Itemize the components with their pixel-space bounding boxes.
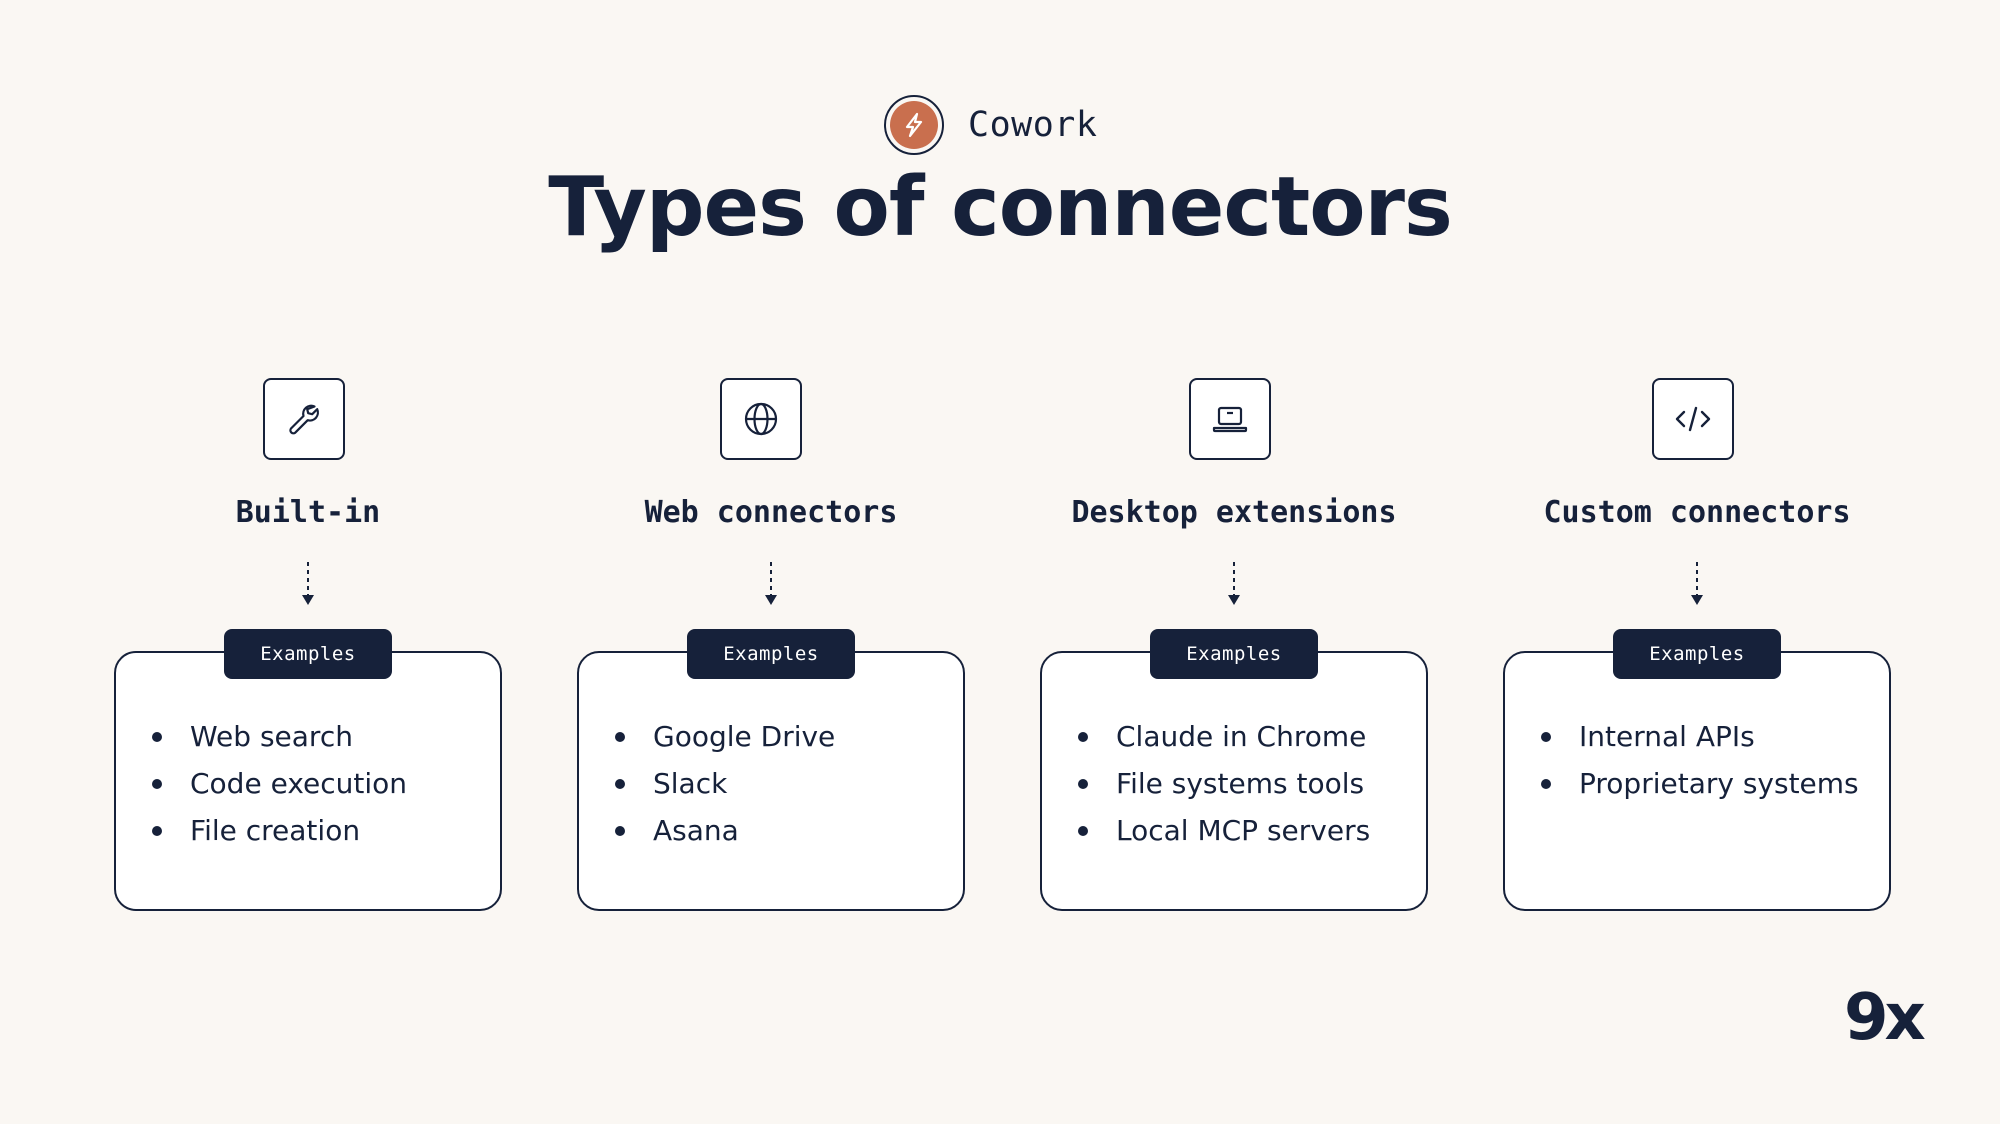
brand-header: Cowork [884, 94, 1097, 156]
bullet [1541, 779, 1551, 789]
down-arrow-icon [1228, 562, 1240, 605]
bullet [152, 779, 162, 789]
down-arrow-icon [1691, 562, 1703, 605]
bullet [1541, 732, 1551, 742]
examples-card: Examples Claude in Chrome File systems t… [1040, 629, 1428, 911]
examples-badge: Examples [1150, 629, 1318, 679]
bullet [152, 732, 162, 742]
bullet [1078, 779, 1088, 789]
down-arrow-icon [765, 562, 777, 605]
examples-card: Examples Internal APIs Proprietary syste… [1503, 629, 1891, 911]
laptop-icon [1189, 378, 1271, 460]
examples-list: Google Drive Slack Asana [615, 713, 835, 854]
column-label: Built-in [235, 495, 381, 530]
bullet [152, 826, 162, 836]
examples-list: Claude in Chrome File systems tools Loca… [1078, 713, 1370, 854]
bullet [1078, 826, 1088, 836]
examples-badge: Examples [224, 629, 392, 679]
column-label: Custom connectors [1543, 495, 1851, 530]
wrench-icon [263, 378, 345, 460]
bullet [1078, 732, 1088, 742]
cowork-logo-icon [884, 95, 944, 155]
list-item: File systems tools [1078, 760, 1370, 807]
list-item: Web search [152, 713, 407, 760]
examples-badge: Examples [1613, 629, 1781, 679]
column-label: Desktop extensions [1071, 495, 1397, 530]
list-item: Google Drive [615, 713, 835, 760]
list-item: Internal APIs [1541, 713, 1859, 760]
list-item: Claude in Chrome [1078, 713, 1370, 760]
bullet [615, 779, 625, 789]
column-label: Web connectors [644, 495, 898, 530]
brand-name: Cowork [968, 105, 1098, 145]
list-item: Slack [615, 760, 835, 807]
bullet [615, 826, 625, 836]
list-item: Local MCP servers [1078, 807, 1370, 854]
bullet [615, 732, 625, 742]
examples-card: Examples Google Drive Slack Asana [577, 629, 965, 911]
list-item: Proprietary systems [1541, 760, 1859, 807]
examples-list: Web search Code execution File creation [152, 713, 407, 854]
examples-list: Internal APIs Proprietary systems [1541, 713, 1859, 807]
examples-badge: Examples [687, 629, 855, 679]
globe-icon [720, 378, 802, 460]
down-arrow-icon [302, 562, 314, 605]
list-item: File creation [152, 807, 407, 854]
corner-logo: 9x [1844, 981, 1926, 1055]
page-title: Types of connectors [548, 160, 1453, 255]
code-icon [1652, 378, 1734, 460]
examples-card: Examples Web search Code execution File … [114, 629, 502, 911]
list-item: Asana [615, 807, 835, 854]
list-item: Code execution [152, 760, 407, 807]
